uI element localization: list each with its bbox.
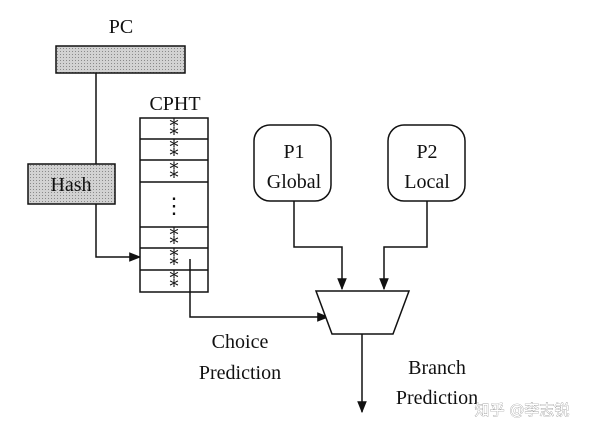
counter-icon: ⁑ bbox=[170, 117, 179, 139]
cpht-table bbox=[139, 117, 209, 293]
branch-label-line2: Prediction bbox=[396, 387, 478, 409]
counter-icon: ⁑ bbox=[170, 160, 179, 182]
p1-label: P1 bbox=[283, 141, 304, 163]
ellipsis-icon: ⋮ bbox=[163, 193, 185, 218]
choice-label-line1: Choice bbox=[212, 331, 269, 353]
p2-to-mux-arrow bbox=[379, 201, 428, 291]
pc-register bbox=[55, 45, 186, 74]
p2-label: P2 bbox=[416, 141, 437, 163]
p1-global-box bbox=[253, 124, 332, 202]
watermark-text: 知乎 @李志锐 bbox=[475, 401, 570, 419]
hash-to-cpht-arrow bbox=[95, 204, 142, 262]
choice-prediction-arrow bbox=[189, 259, 330, 322]
p1-to-mux-arrow bbox=[293, 201, 347, 291]
branch-label-line1: Branch bbox=[408, 357, 466, 379]
counter-icon: ⁑ bbox=[170, 247, 179, 269]
pc-label: PC bbox=[109, 16, 133, 38]
cpht-label: CPHT bbox=[149, 93, 200, 115]
choice-label-line2: Prediction bbox=[199, 362, 281, 384]
p2-sublabel: Local bbox=[404, 171, 450, 193]
counter-icon: ⁑ bbox=[170, 226, 179, 248]
p1-sublabel: Global bbox=[267, 171, 322, 193]
counter-icon: ⁑ bbox=[170, 138, 179, 160]
counter-icon: ⁑ bbox=[170, 269, 179, 291]
hash-box bbox=[27, 163, 116, 205]
hash-label: Hash bbox=[50, 174, 91, 196]
mux-selector bbox=[314, 290, 411, 335]
